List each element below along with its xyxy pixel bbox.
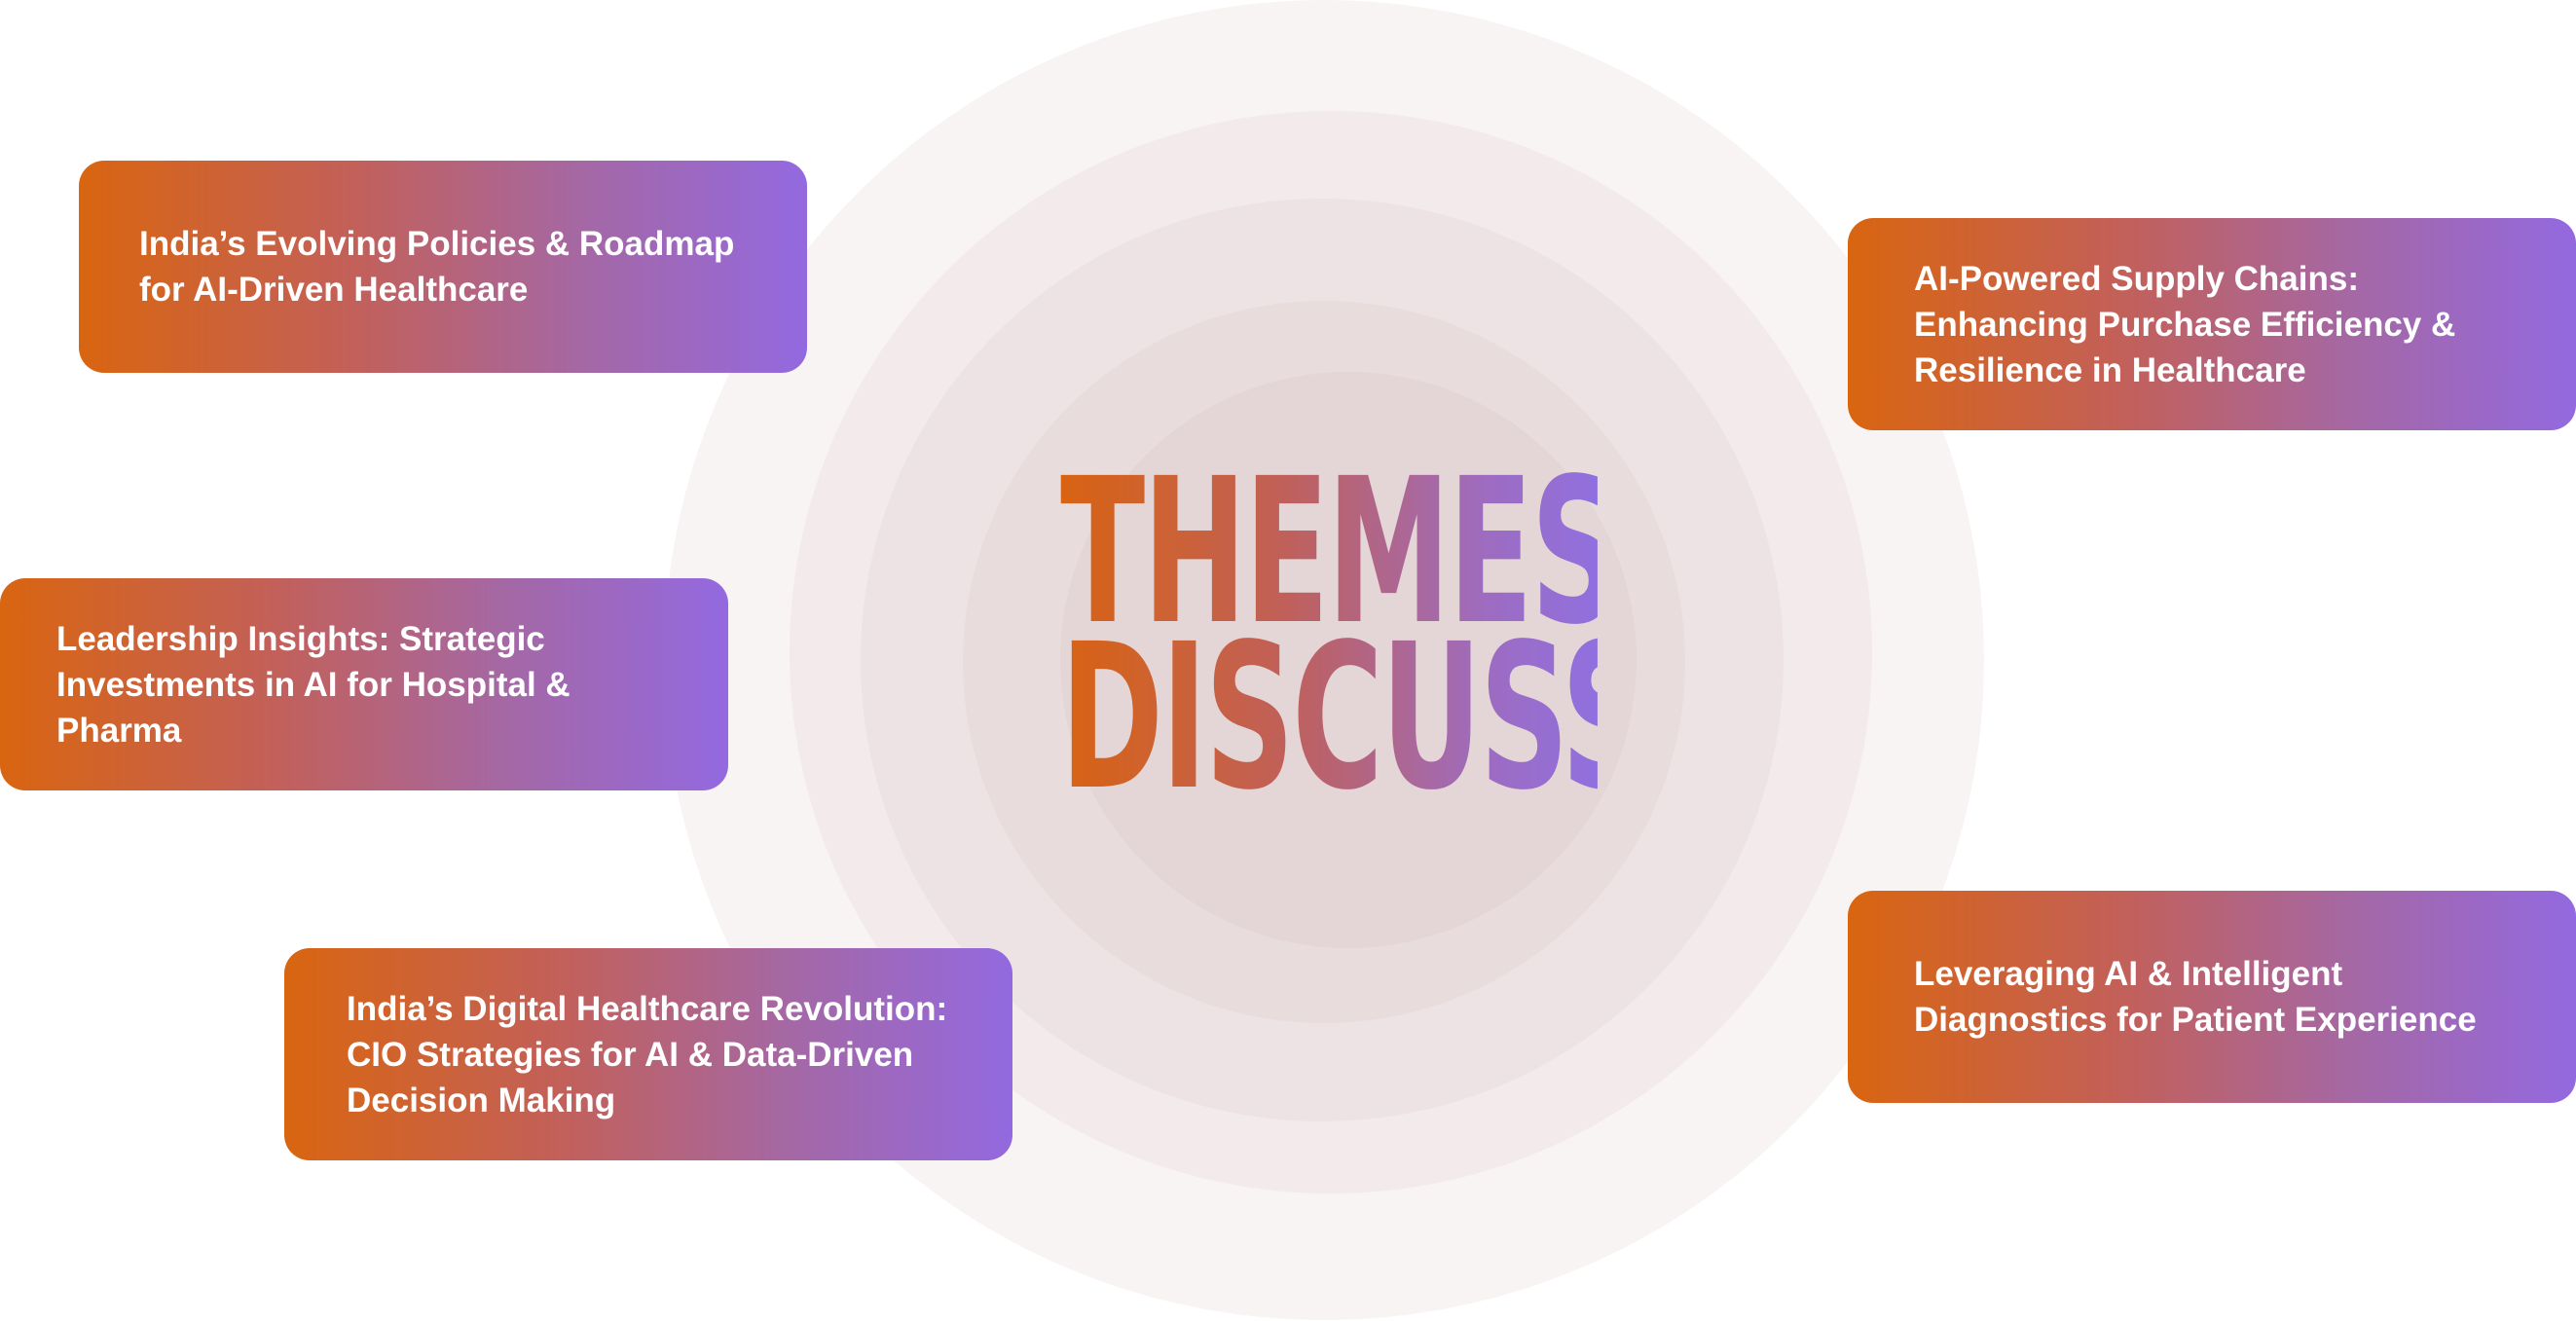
theme-card-leadership-insights: Leadership Insights: Strategic Investmen… (0, 578, 728, 790)
theme-card-text: India’s Evolving Policies & Roadmap for … (139, 225, 735, 309)
theme-card-supply-chains: AI-Powered Supply Chains: Enhancing Purc… (1848, 218, 2576, 430)
background-ring-inner (1060, 372, 1637, 948)
title-line-2: DISCUSSION (1060, 601, 1897, 834)
theme-card-text: AI-Powered Supply Chains: Enhancing Purc… (1914, 259, 2456, 389)
theme-card-intelligent-diagnostics: Leveraging AI & Intelligent Diagnostics … (1848, 891, 2576, 1103)
theme-card-policies-roadmap: India’s Evolving Policies & Roadmap for … (79, 161, 807, 373)
theme-card-text: Leveraging AI & Intelligent Diagnostics … (1914, 955, 2477, 1039)
diagram-title: THEMES OF DISCUSSION (1060, 469, 1598, 800)
theme-card-text: India’s Digital Healthcare Revolution: C… (347, 989, 948, 1119)
theme-card-digital-revolution: India’s Digital Healthcare Revolution: C… (284, 948, 1012, 1160)
theme-card-text: Leadership Insights: Strategic Investmen… (56, 619, 570, 750)
